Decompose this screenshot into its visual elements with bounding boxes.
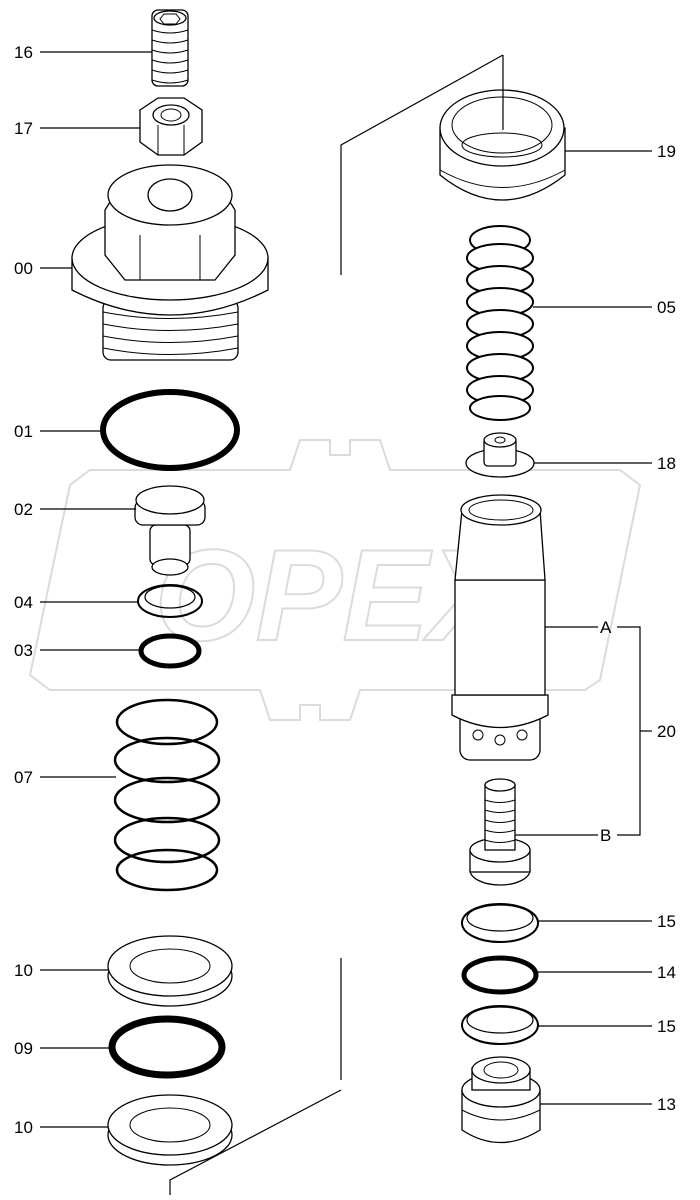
callout-15-lower: 15 [538, 1017, 676, 1036]
callout-label-10-upper: 10 [14, 961, 33, 980]
part-16-set-screw [151, 9, 189, 87]
part-05-spring [466, 225, 534, 421]
callout-label-02: 02 [14, 500, 33, 519]
callout-20-bracket: 20 [617, 626, 676, 836]
callout-07: 07 [14, 768, 116, 787]
callout-09: 09 [14, 1039, 110, 1058]
part-14-o-ring [461, 955, 539, 995]
assembly-path-lines [169, 54, 504, 1195]
callout-05: 05 [533, 298, 676, 317]
callout-label-15-upper: 15 [657, 912, 676, 931]
part-15-backup-ring-lower [461, 1005, 539, 1045]
part-07-spring [113, 698, 221, 892]
callout-18: 18 [534, 454, 676, 473]
callout-00: 00 [14, 259, 72, 278]
part-10-washer-upper [107, 935, 233, 1007]
callout-label-05: 05 [657, 298, 676, 317]
part-20-spool [469, 778, 531, 886]
callout-A: A [545, 618, 612, 637]
callout-16: 16 [14, 43, 152, 62]
callout-17: 17 [14, 119, 140, 138]
callout-13: 13 [540, 1095, 676, 1114]
part-19-cap [439, 89, 566, 201]
callout-label-A: A [600, 618, 612, 637]
callout-label-13: 13 [657, 1095, 676, 1114]
callout-label-20: 20 [657, 722, 676, 741]
callout-label-07: 07 [14, 768, 33, 787]
callout-label-15-lower: 15 [657, 1017, 676, 1036]
callout-label-17: 17 [14, 119, 33, 138]
callout-01: 01 [14, 422, 103, 441]
part-10-washer-lower [107, 1094, 233, 1166]
part-01-o-ring [100, 389, 240, 471]
part-00-plug [71, 164, 269, 361]
part-13-bottom-plug [461, 1056, 541, 1144]
part-17-nut [139, 97, 203, 156]
callout-label-B: B [600, 826, 611, 845]
watermark: OPEX [28, 439, 642, 721]
callout-19: 19 [565, 142, 676, 161]
part-03-o-ring [138, 633, 202, 669]
part-09-o-ring [108, 1015, 226, 1079]
callout-label-18: 18 [657, 454, 676, 473]
watermark-gear [28, 439, 642, 721]
callout-label-16: 16 [14, 43, 33, 62]
callout-04: 04 [14, 593, 138, 612]
part-15-backup-ring-upper [461, 903, 539, 943]
callout-10-lower: 10 [14, 1118, 108, 1137]
callout-02: 02 [14, 500, 136, 519]
callout-03: 03 [14, 641, 141, 660]
part-18-seat [465, 432, 535, 478]
callout-label-03: 03 [14, 641, 33, 660]
callout-label-09: 09 [14, 1039, 33, 1058]
callout-label-10-lower: 10 [14, 1118, 33, 1137]
callout-14: 14 [538, 963, 676, 982]
callout-B: B [515, 826, 611, 845]
callout-label-19: 19 [657, 142, 676, 161]
part-04-backup-ring [137, 584, 203, 618]
callout-15-upper: 15 [538, 912, 676, 931]
callout-label-14: 14 [657, 963, 676, 982]
callout-label-04: 04 [14, 593, 33, 612]
callout-label-01: 01 [14, 422, 33, 441]
part-20-valve-body [451, 494, 549, 761]
callout-label-00: 00 [14, 259, 33, 278]
callout-10-upper: 10 [14, 961, 108, 980]
part-02-poppet [134, 485, 206, 576]
